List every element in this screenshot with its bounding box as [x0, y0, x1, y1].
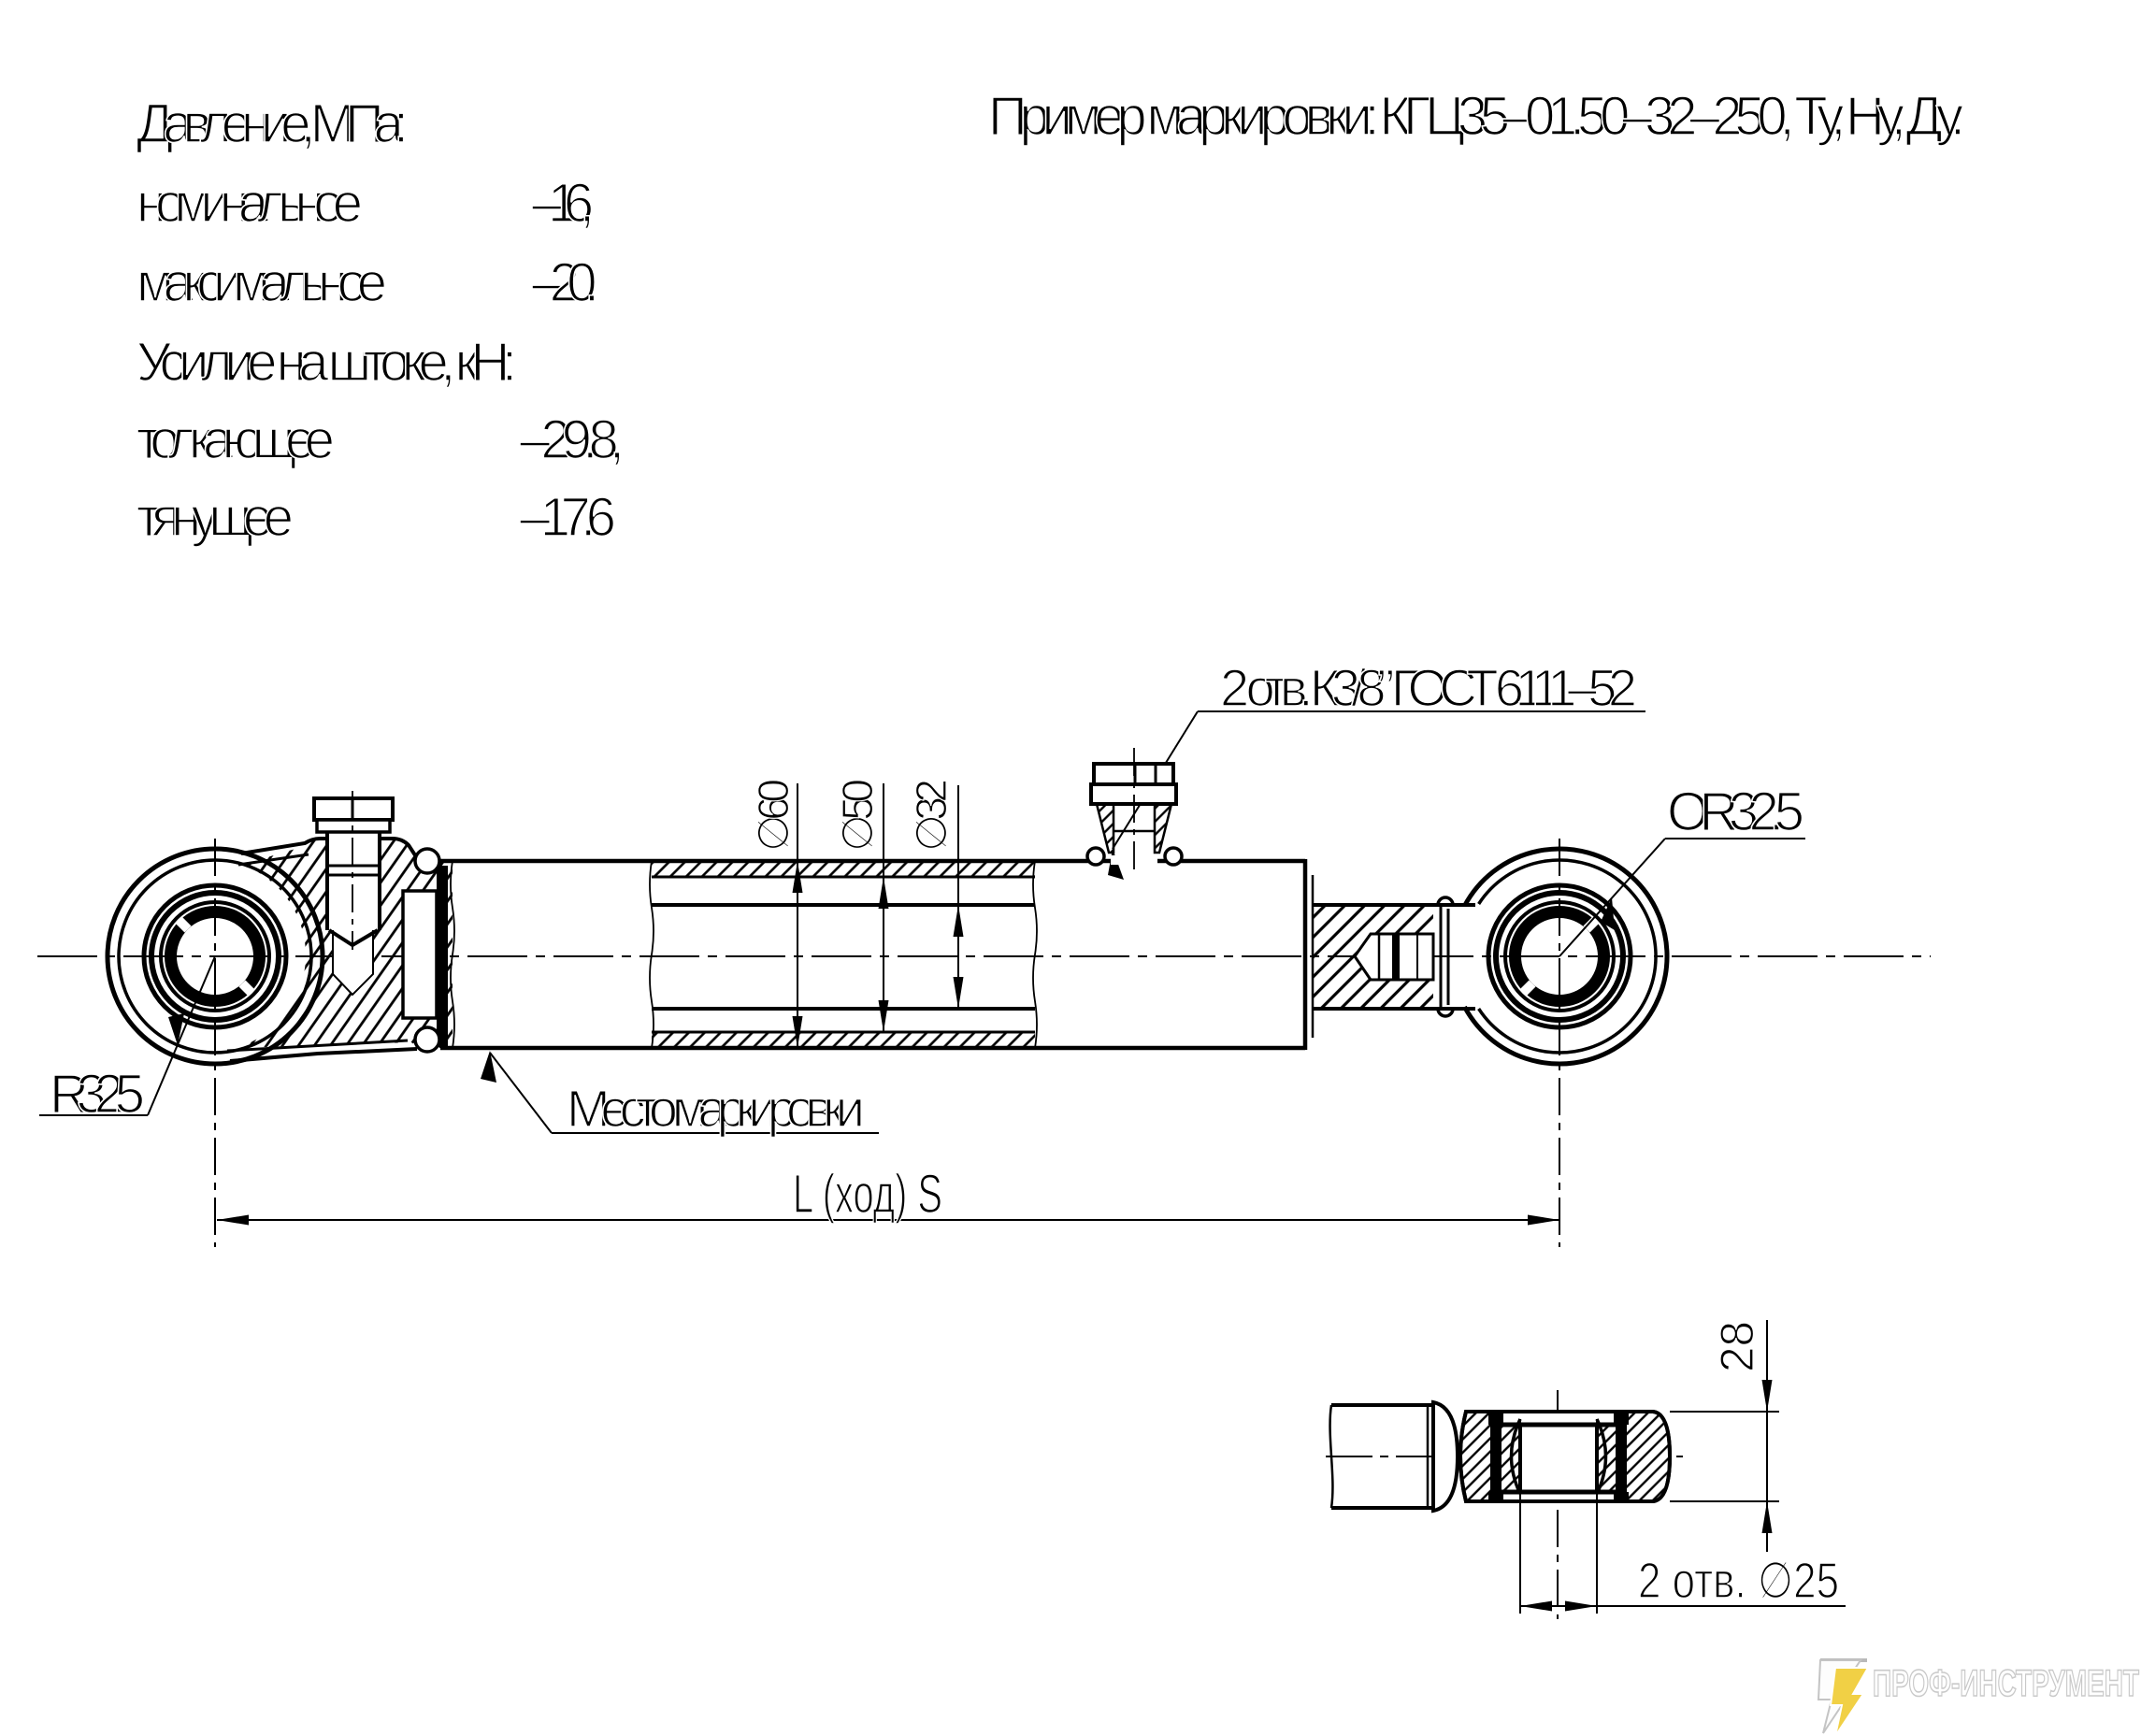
svg-text:L (ход) S: L (ход) S: [793, 1164, 942, 1225]
svg-text:Пример маркировки: КГЦ35–01.50: Пример маркировки: КГЦ35–01.50–32–250, Т…: [988, 86, 1965, 147]
svg-text:OR32.5: OR32.5: [1667, 782, 1804, 842]
svg-text:R32.5: R32.5: [50, 1064, 145, 1125]
svg-text:2 отв. ∅25: 2 отв. ∅25: [1638, 1553, 1839, 1609]
svg-text:максимальное: максимальное: [137, 252, 387, 313]
svg-text:∅50: ∅50: [833, 779, 882, 852]
svg-text:–17.6: –17.6: [520, 487, 616, 548]
svg-text:–20.: –20.: [532, 252, 599, 313]
svg-text:Место маркировки: Место маркировки: [567, 1079, 865, 1138]
svg-text:Усилие на штоке, кН:: Усилие на штоке, кН:: [137, 332, 517, 393]
svg-text:толкающее: толкающее: [137, 409, 335, 470]
svg-text:28: 28: [1711, 1321, 1763, 1372]
svg-text:тянущее: тянущее: [137, 487, 294, 548]
svg-text:∅32: ∅32: [907, 779, 956, 852]
svg-text:ПРОФ-ИНСТРУМЕНТ: ПРОФ-ИНСТРУМЕНТ: [1873, 1663, 2139, 1704]
svg-text:∅60: ∅60: [749, 779, 797, 852]
svg-text:–16,: –16,: [532, 173, 595, 234]
svg-text:2 отв. К3/8” ГОСТ 6111–52: 2 отв. К3/8” ГОСТ 6111–52: [1220, 658, 1637, 717]
svg-text:–29.8,: –29.8,: [520, 409, 625, 470]
svg-text:Давление, МПа:: Давление, МПа:: [137, 93, 409, 154]
svg-text:номинальное: номинальное: [137, 173, 363, 234]
